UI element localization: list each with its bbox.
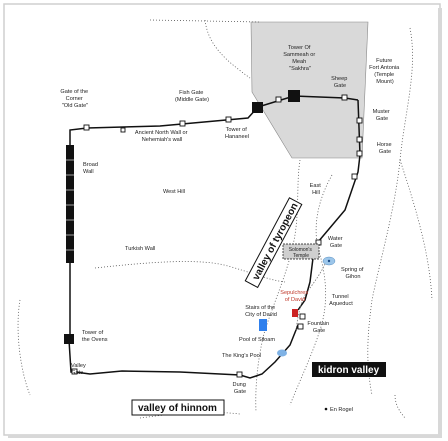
broad-wall-ticks bbox=[66, 159, 74, 251]
map-frame-shadow bbox=[438, 8, 442, 437]
label-horse-gate: Horse Gate bbox=[377, 142, 393, 155]
solomons-temple-box bbox=[282, 243, 320, 260]
tower-hananeel-marker bbox=[252, 102, 263, 113]
label-broad-wall: Broad Wall bbox=[83, 162, 100, 175]
label-water-gate: Water Gate bbox=[328, 236, 344, 249]
label-sheep-gate: Sheep Gate bbox=[331, 76, 349, 89]
label-future-fort: Future Fort Antonia (Temple Mount) bbox=[369, 58, 401, 85]
label-sepulchres: Sepulchres of David bbox=[280, 290, 310, 303]
spring-gihon-dot bbox=[327, 259, 331, 263]
label-stairs: Stairs of the City of David bbox=[245, 305, 277, 318]
en-rogel-marker bbox=[324, 407, 328, 411]
label-tower-ovens: Tower of the Ovens bbox=[82, 330, 108, 343]
kidron-valley-box bbox=[312, 362, 386, 377]
label-en-rogel: En Rogel bbox=[330, 407, 353, 413]
label-dung-gate: Dung Gate bbox=[233, 382, 248, 395]
kings-pool-marker bbox=[277, 349, 287, 357]
label-spring-gihon: Spring of Gihon bbox=[341, 267, 365, 280]
label-ancient-wall: Ancient North Wall or Nehemiah's wall bbox=[135, 130, 189, 143]
tunnel-aqueduct-line bbox=[295, 263, 326, 331]
label-gate-corner: Gate of the Corner "Old Gate" bbox=[60, 89, 89, 109]
tower-ovens-marker bbox=[64, 334, 74, 344]
gate-markers bbox=[71, 94, 363, 378]
label-tower-sammeah: Tower Of Sammeah or Meah "Sakhra" bbox=[283, 45, 317, 72]
label-valley-hinnom: valley of hinnom bbox=[138, 403, 217, 414]
pool-siloam-marker bbox=[259, 319, 267, 331]
label-valley-gate: Valley Gate bbox=[71, 363, 87, 376]
label-tower-hananeel: Tower of Hananeel bbox=[225, 127, 249, 140]
label-west-hill: West Hill bbox=[163, 189, 185, 195]
label-tunnel: Tunnel Aqueduct bbox=[329, 294, 353, 307]
temple-mount-area bbox=[250, 21, 369, 159]
broad-wall-segment bbox=[66, 145, 74, 263]
map-frame-shadow-bottom bbox=[8, 435, 442, 438]
label-pool-siloam: Pool of Siloam bbox=[239, 337, 275, 343]
label-fountain-gate: Fountain Gate bbox=[307, 321, 330, 334]
label-kidron-valley: kidron valley bbox=[318, 365, 380, 376]
tower-sammeah-marker bbox=[288, 90, 300, 102]
label-solomons-temple: Solomon's Temple bbox=[289, 247, 314, 259]
label-east-hill: East Hill bbox=[310, 183, 323, 196]
label-kings-pool: The King's Pool bbox=[222, 353, 261, 359]
valley-hinnom-box bbox=[131, 399, 225, 416]
sepulchres-marker bbox=[292, 309, 298, 317]
label-turkish-wall: Turkish Wall bbox=[125, 246, 155, 252]
label-muster-gate: Muster Gate bbox=[373, 109, 392, 122]
label-fish-gate: Fish Gate (Middle Gate) bbox=[175, 90, 209, 103]
